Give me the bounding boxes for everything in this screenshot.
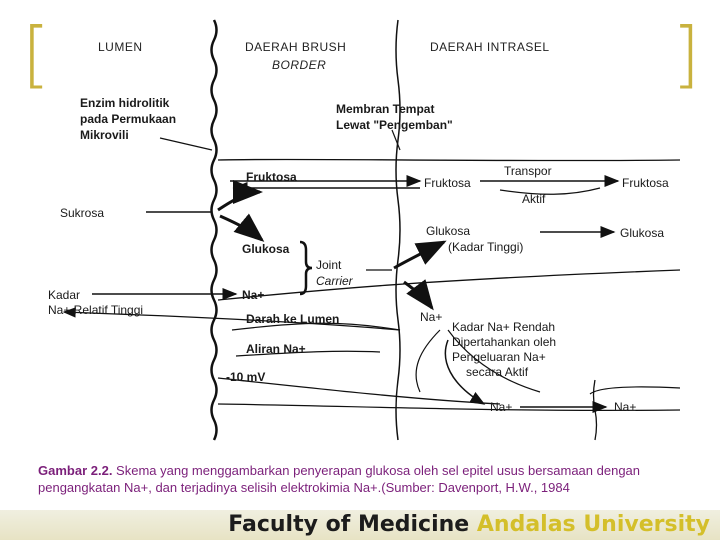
label-na-mid: Na+ xyxy=(420,310,443,324)
caption-text: Skema yang menggambarkan penyerapan gluk… xyxy=(38,463,641,495)
label-fruktosa-right: Fruktosa xyxy=(622,176,669,190)
label-membran-1: Membran Tempat xyxy=(336,102,435,116)
header-lumen: LUMEN xyxy=(98,40,143,54)
header-intrasel: DAERAH INTRASEL xyxy=(430,40,550,54)
footer-faculty: Faculty of Medicine xyxy=(228,512,477,537)
membrane-boundary xyxy=(395,19,401,441)
label-enzim-2: pada Permukaan xyxy=(80,112,177,126)
footer-banner: Faculty of Medicine Andalas University xyxy=(0,510,720,540)
label-enzim-3: Mikrovili xyxy=(80,128,129,142)
label-fruktosa-bb: Fruktosa xyxy=(246,170,297,184)
label-transpor-2: Aktif xyxy=(522,192,546,206)
label-transpor-1: Transpor xyxy=(504,164,552,178)
label-glukosa-mid-2: (Kadar Tinggi) xyxy=(448,240,524,254)
label-kadar-rendah-4: secara Aktif xyxy=(466,365,529,379)
label-enzim-1: Enzim hidrolitik xyxy=(80,96,170,110)
label-kadar-rendah-1: Kadar Na+ Rendah xyxy=(452,320,556,334)
label-darah: Darah ke Lumen xyxy=(246,312,340,326)
caption-bold: Gambar 2.2. xyxy=(38,463,113,478)
figure-caption: Gambar 2.2. Skema yang menggambarkan pen… xyxy=(38,462,688,496)
left-bracket: [ xyxy=(22,12,51,96)
footer-title: Faculty of Medicine Andalas University xyxy=(228,512,710,537)
label-na-bb: Na+ xyxy=(242,288,265,302)
header-brush-border-2: BORDER xyxy=(272,58,327,72)
label-na-bottom-mid: Na+ xyxy=(490,400,513,414)
label-membran-2: Lewat "Pengemban" xyxy=(336,118,453,132)
label-glukosa-right: Glukosa xyxy=(620,226,665,240)
brush-border-boundary xyxy=(210,19,218,441)
label-joint: Joint xyxy=(316,258,342,272)
label-glukosa-mid-1: Glukosa xyxy=(426,224,471,238)
label-fruktosa-mid: Fruktosa xyxy=(424,176,471,190)
header-brush-border-1: DAERAH BRUSH xyxy=(245,40,347,54)
label-kadar-1: Kadar xyxy=(48,288,81,302)
label-aliran: Aliran Na+ xyxy=(246,342,306,356)
label-na-bottom-right: Na+ xyxy=(614,400,637,414)
label-kadar-2: Na+ Relatif Tinggi xyxy=(48,303,144,317)
diagram-lines xyxy=(62,19,681,441)
label-sukrosa: Sukrosa xyxy=(60,206,105,220)
label-kadar-rendah-3: Pengeluaran Na+ xyxy=(452,350,546,364)
label-carrier: Carrier xyxy=(316,274,353,288)
label-glukosa-bb: Glukosa xyxy=(242,242,290,256)
right-bracket: ] xyxy=(672,12,701,96)
label-kadar-rendah-2: Dipertahankan oleh xyxy=(452,335,557,349)
footer-university: Andalas University xyxy=(476,512,710,537)
label-mv: -10 mV xyxy=(226,370,266,384)
